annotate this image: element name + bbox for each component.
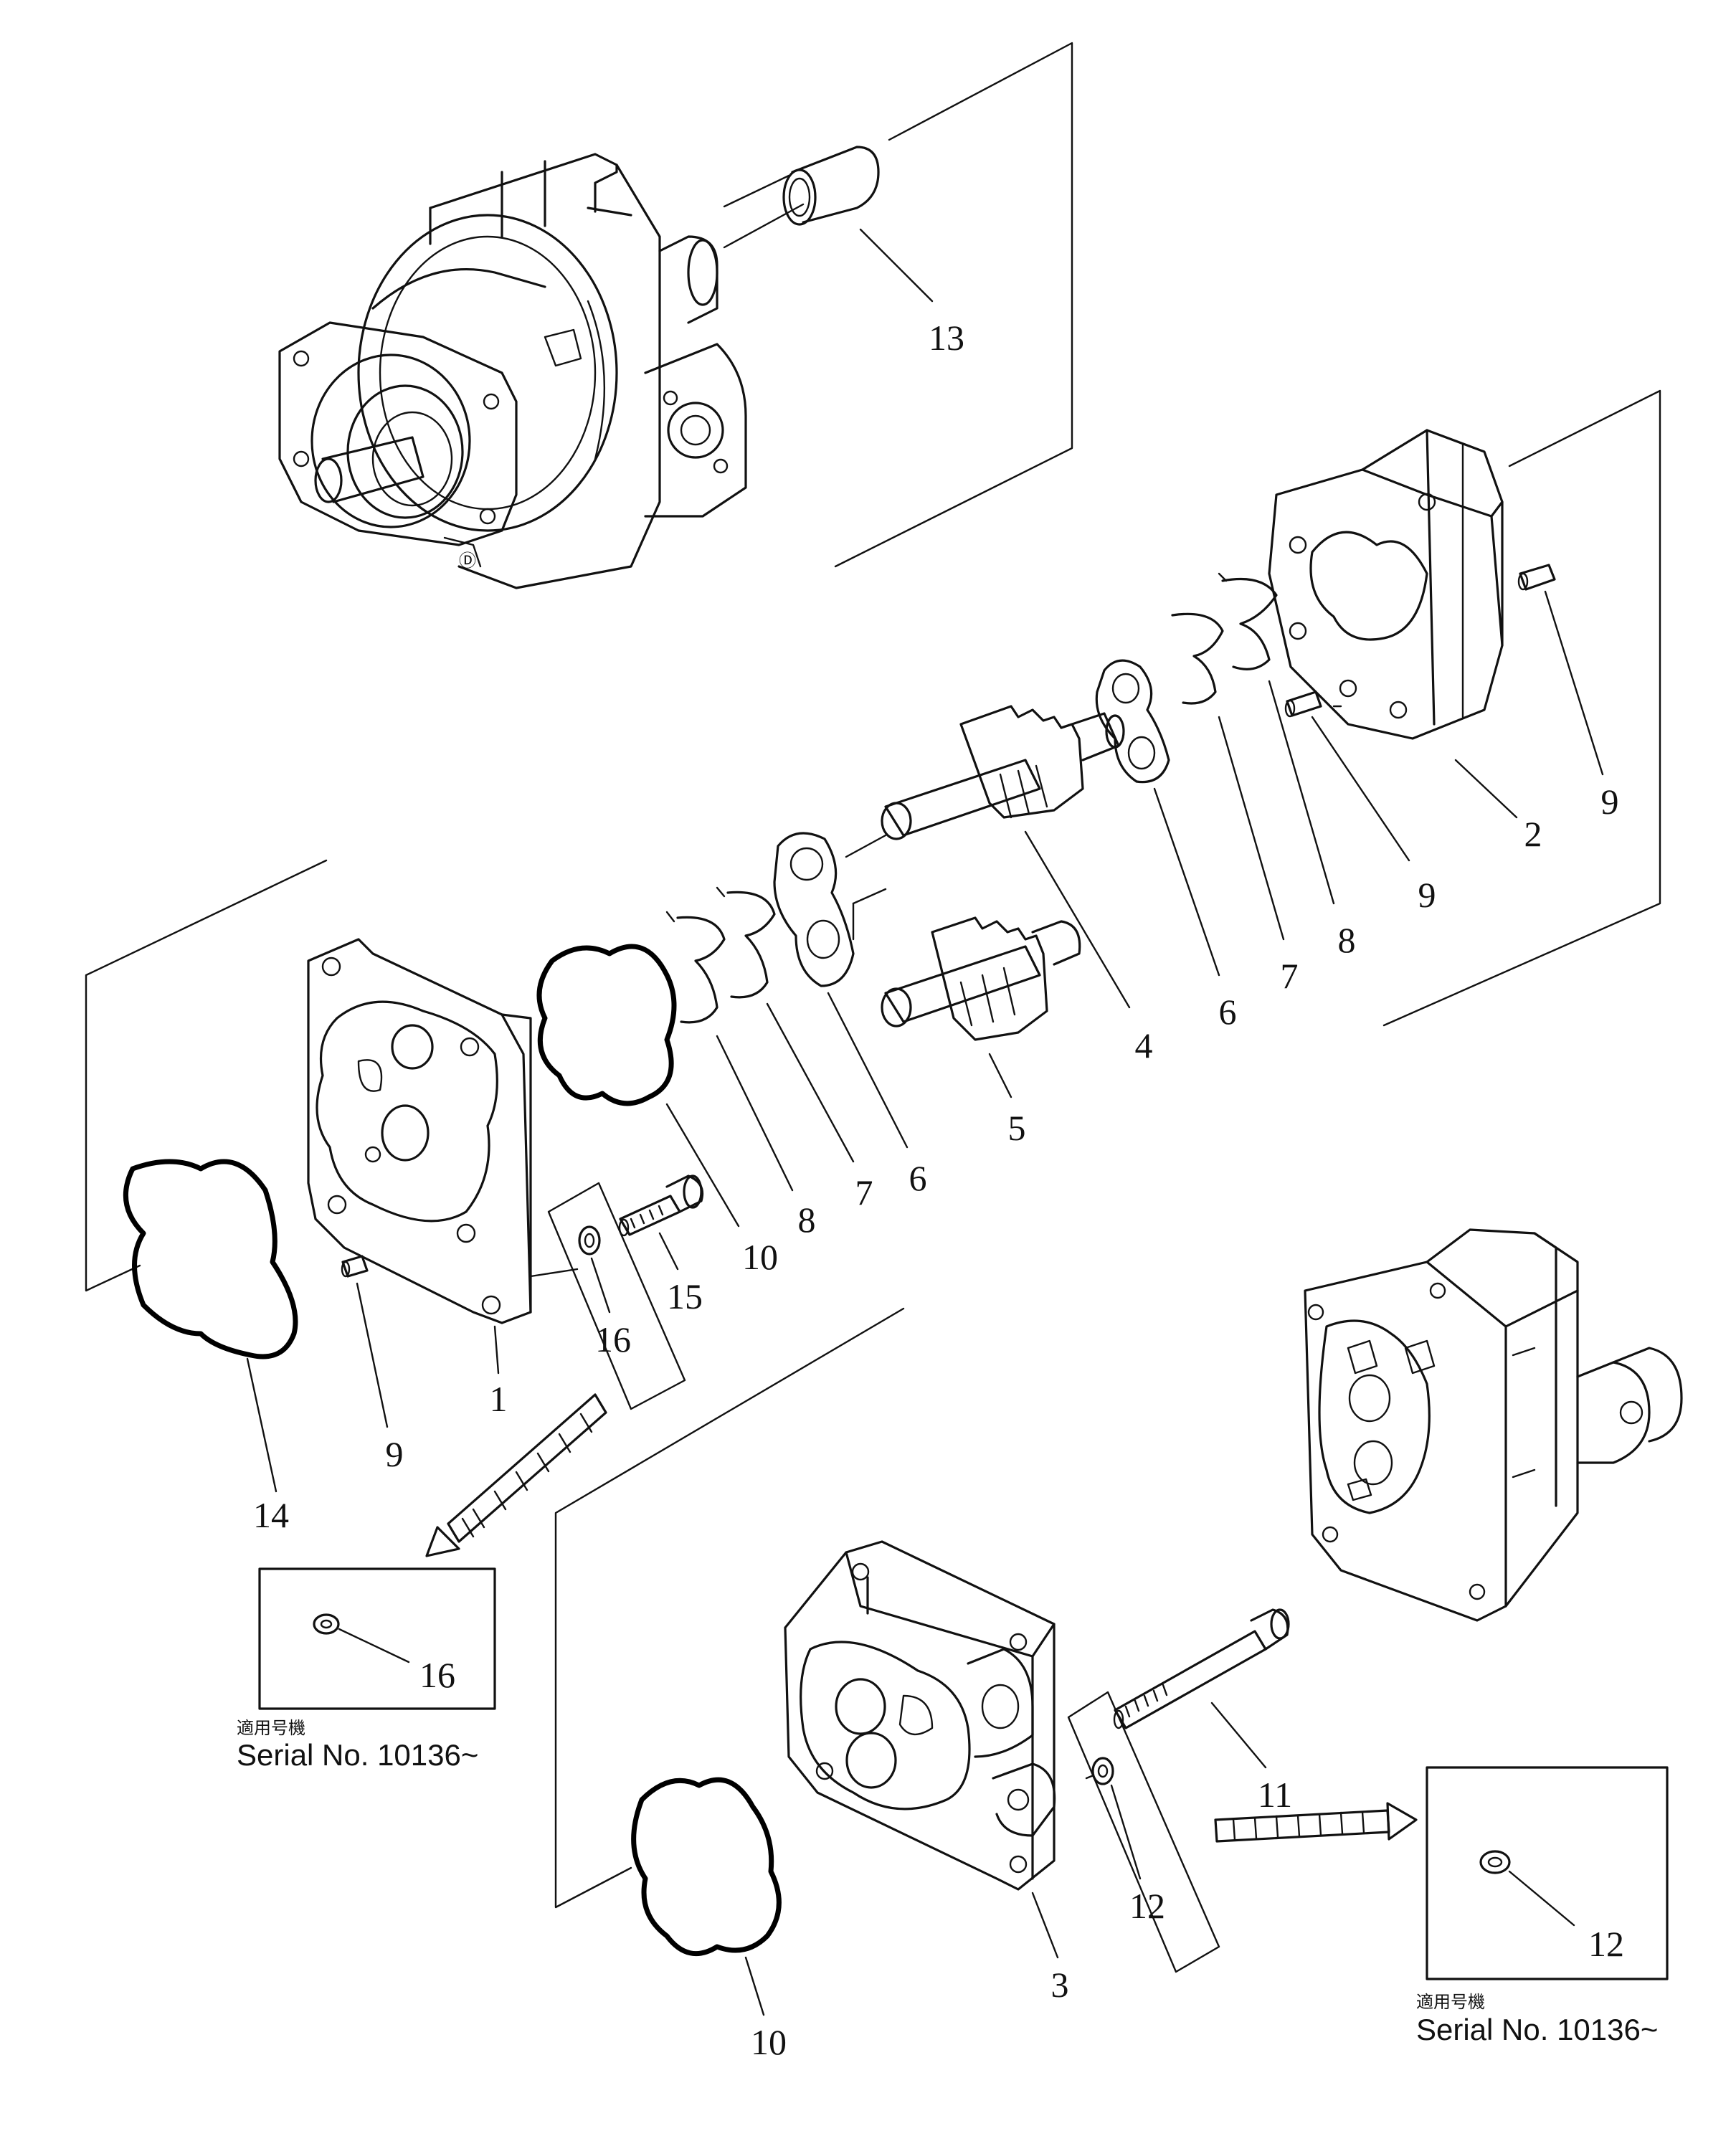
- pump-assembly-top: Ⓓ: [278, 42, 1073, 589]
- callout-8-left: 8: [798, 1200, 816, 1240]
- callout-12: 12: [1129, 1886, 1165, 1926]
- inset-right-serial: Serial No. 10136~: [1416, 2013, 1658, 2046]
- inset-left: 16 適用号機 Serial No. 10136~: [237, 1567, 496, 1772]
- callout-3: 3: [1051, 1965, 1069, 2005]
- callout-10-bottom: 10: [751, 2022, 787, 2062]
- callout-16: 16: [595, 1319, 631, 1359]
- bracket-left: [85, 859, 328, 1292]
- washer-12: [1067, 1691, 1220, 1973]
- bushing-13: [723, 146, 934, 303]
- washer-16-detail: [313, 1613, 340, 1635]
- backup-ring-8-right: [1218, 572, 1335, 905]
- callout-13: 13: [929, 318, 964, 358]
- seal-ring-7-left: [716, 886, 855, 1163]
- inset-right-part-no: 12: [1588, 1924, 1624, 1964]
- arrow-to-inset-right: [1214, 1802, 1418, 1843]
- callout-2: 2: [1524, 814, 1542, 854]
- backup-ring-8-left: [665, 911, 794, 1192]
- svg-text:Ⓓ: Ⓓ: [459, 551, 476, 571]
- callout-6-right: 6: [1219, 992, 1237, 1032]
- washer-12-detail: [1479, 1850, 1511, 1874]
- inset-right: 12 適用号機 Serial No. 10136~: [1416, 1766, 1669, 2046]
- seal-ring-7-right: [1171, 612, 1285, 941]
- callout-10-mid: 10: [742, 1237, 778, 1277]
- bolt-15: [618, 1174, 704, 1271]
- callout-1: 1: [490, 1379, 508, 1419]
- o-ring-10-bottom: [631, 1777, 782, 2016]
- dowel-pin-9-left: [341, 1255, 389, 1428]
- callout-labels: 13 9 2 9 8 7 6 4 5 6 7 8 10 15 16 1 9 14…: [253, 318, 1619, 2062]
- o-ring-14: [123, 1159, 298, 1493]
- bracket-middle: [1382, 389, 1661, 1027]
- callout-14: 14: [253, 1495, 289, 1535]
- dowel-pin-9-right: [1517, 564, 1604, 776]
- callout-7-left: 7: [855, 1172, 873, 1212]
- inset-left-serial: Serial No. 10136~: [237, 1738, 478, 1772]
- callout-11: 11: [1258, 1775, 1292, 1815]
- inset-left-jp-label: 適用号機: [237, 1718, 305, 1738]
- arrow-to-inset-left: [425, 1393, 607, 1557]
- driven-gear-5: [852, 888, 1081, 1098]
- callout-9-right: 9: [1601, 782, 1619, 822]
- bracket-bottom: [554, 1307, 905, 1909]
- callout-6-left: 6: [909, 1158, 927, 1198]
- callout-9-left: 9: [386, 1434, 404, 1474]
- thrust-plate-6-left: [773, 832, 909, 1149]
- rear-cover-3: [784, 1540, 1059, 1959]
- washer-16: [547, 1182, 686, 1410]
- thrust-plate-6-right: [1095, 659, 1220, 977]
- drive-gear-4: [845, 705, 1131, 1009]
- gear-case-2: [1268, 429, 1518, 819]
- callout-9-mid: 9: [1418, 875, 1436, 915]
- callout-5: 5: [1008, 1108, 1026, 1148]
- inset-right-jp-label: 適用号機: [1416, 1992, 1485, 2012]
- inset-left-part-no: 16: [419, 1655, 455, 1695]
- callout-4: 4: [1135, 1025, 1153, 1066]
- callout-7-right: 7: [1281, 956, 1299, 996]
- callout-8-right: 8: [1338, 920, 1356, 960]
- o-ring-10-mid: [536, 944, 740, 1228]
- pump-body-right-view: [1304, 1228, 1683, 1622]
- front-cover-1: [307, 938, 579, 1375]
- long-bolt-11: [1113, 1608, 1290, 1769]
- callout-15: 15: [667, 1276, 703, 1316]
- dowel-pin-9-mid: [1284, 690, 1410, 862]
